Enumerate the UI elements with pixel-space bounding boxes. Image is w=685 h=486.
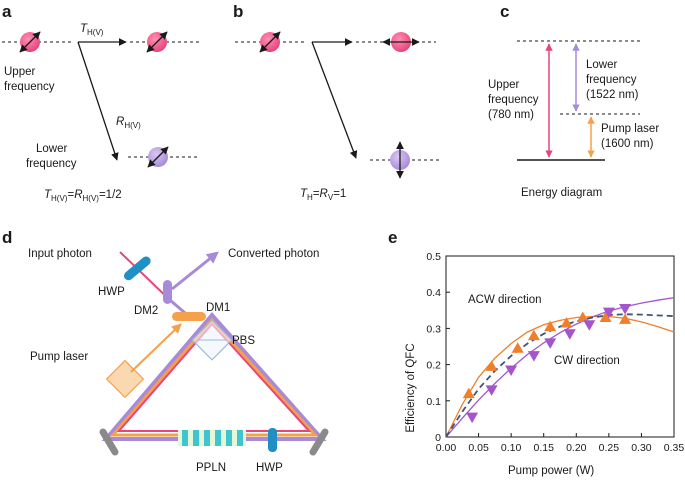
efficiency-chart: 0.00 0.05 0.10 0.15 0.20 0.25 0.30 0.35 0 0.1 0.2 0… (426, 251, 684, 454)
transmitted-polarization-arrow (146, 31, 168, 53)
panel-a-equation: TH(V)=RH(V)=1/2 (44, 189, 122, 203)
lower-frequency-line2: frequency (26, 158, 77, 170)
average-fit-curve (445, 313, 675, 438)
x-axis-label: Pump power (W) (508, 465, 594, 477)
c-pump-line2: (1600 nm) (601, 138, 654, 150)
x-tick-label: 0.05 (468, 442, 489, 454)
y-axis-label: Efficiency of QFC (405, 343, 417, 432)
reflection-arrow (77, 41, 119, 161)
dm2-label: DM2 (134, 305, 158, 317)
x-tick-label: 0.30 (631, 442, 652, 454)
pump-laser-label: Pump laser (30, 351, 88, 363)
lower-polarization-arrow (147, 146, 169, 168)
dm2-mirror (163, 280, 172, 304)
ppln-crystal (178, 430, 246, 446)
c-pump-line1: Pump laser (601, 123, 659, 135)
energy-diagram-caption: Energy diagram (521, 187, 602, 199)
dm1-label: DM1 (206, 302, 230, 314)
acw-direction-label: ACW direction (468, 294, 542, 306)
acw-data-point (485, 360, 498, 371)
left-mirror (99, 428, 119, 456)
ppln-domains (182, 430, 243, 446)
panel-label-a: a (2, 2, 12, 21)
hwp-loop-plate (268, 428, 277, 452)
acw-data-point (462, 387, 475, 399)
acw-data-point (576, 311, 589, 322)
t-symbol: TH(V) (80, 23, 104, 37)
input-photon-label: Input photon (28, 248, 92, 260)
y-tick-label: 0.5 (426, 251, 441, 263)
acw-data-point (560, 317, 573, 328)
panel-a: a Upper frequency TH(V) RH(V) Lower freq… (2, 2, 200, 203)
cw-data-point (619, 304, 632, 315)
diagonal-polarization-arrow (19, 31, 41, 53)
panel-label-e: e (388, 228, 397, 247)
upper-frequency-line1: Upper (4, 66, 35, 78)
c-lower-line2: frequency (586, 74, 637, 86)
hwp-input-label: HWP (98, 286, 125, 298)
ppln-label: PPLN (196, 462, 226, 474)
c-upper-line1: Upper (488, 79, 519, 91)
c-upper-line3: (780 nm) (488, 109, 534, 121)
c-upper-line2: frequency (488, 94, 539, 106)
x-tick-label: 0.10 (501, 442, 522, 454)
panel-c: c Upper frequency (780 nm) Lower frequen… (488, 2, 659, 199)
b-reflection-arrow (311, 41, 358, 159)
panel-label-d: d (2, 228, 12, 247)
converted-photon-beam (171, 251, 219, 291)
acw-data-point (544, 320, 557, 332)
acw-data-point (527, 329, 540, 341)
c-lower-line1: Lower (586, 59, 617, 71)
y-tick-label: 0.1 (426, 396, 441, 408)
cw-fit-curve (445, 296, 675, 438)
cw-data-point (527, 351, 540, 362)
panel-label-b: b (233, 2, 243, 21)
y-tick-label: 0.2 (426, 360, 441, 372)
cw-data-point (563, 329, 576, 340)
hwp-input-plate (124, 256, 151, 281)
x-tick-label: 0.15 (533, 442, 554, 454)
acw-data-point (599, 311, 612, 322)
cw-data-point (466, 412, 479, 424)
acw-data-point (619, 313, 632, 324)
panel-b: b TH=RV=1 (233, 2, 440, 202)
cw-data-point (602, 307, 615, 319)
acw-fit-curve (445, 315, 675, 438)
b-diagonal-polarization-arrow (259, 31, 281, 53)
dm1-mirror (172, 312, 206, 321)
y-tick-label: 0.4 (426, 287, 441, 299)
upper-frequency-line2: frequency (4, 81, 55, 93)
cw-data-point (544, 338, 557, 349)
y-tick-label: 0.3 (426, 323, 441, 335)
x-tick-label: 0.35 (664, 442, 685, 454)
y-tick-label: 0 (435, 432, 441, 444)
plot-frame (445, 255, 675, 438)
x-tick-label: 0.20 (566, 442, 587, 454)
r-symbol: RH(V) (116, 116, 141, 130)
hwp-loop-label: HWP (256, 462, 283, 474)
cw-direction-label: CW direction (554, 355, 620, 367)
c-lower-line3: (1522 nm) (586, 89, 639, 101)
cw-data-point (583, 320, 596, 331)
pump-laser-beam (130, 323, 182, 373)
cw-data-point (485, 385, 498, 396)
lower-frequency-line1: Lower (36, 143, 67, 155)
panel-b-equation: TH=RV=1 (300, 188, 346, 202)
x-tick-label: 0.00 (436, 442, 457, 454)
right-mirror (309, 428, 329, 456)
panel-d: d PPLN HWP Input photon HWP Converted ph… (2, 228, 329, 474)
cw-data-point (505, 365, 518, 376)
converted-photon-label: Converted photon (228, 248, 319, 260)
acw-data-point (511, 342, 524, 353)
pbs-label: PBS (232, 335, 255, 347)
panel-label-c: c (500, 2, 509, 21)
x-tick-label: 0.25 (599, 442, 620, 454)
